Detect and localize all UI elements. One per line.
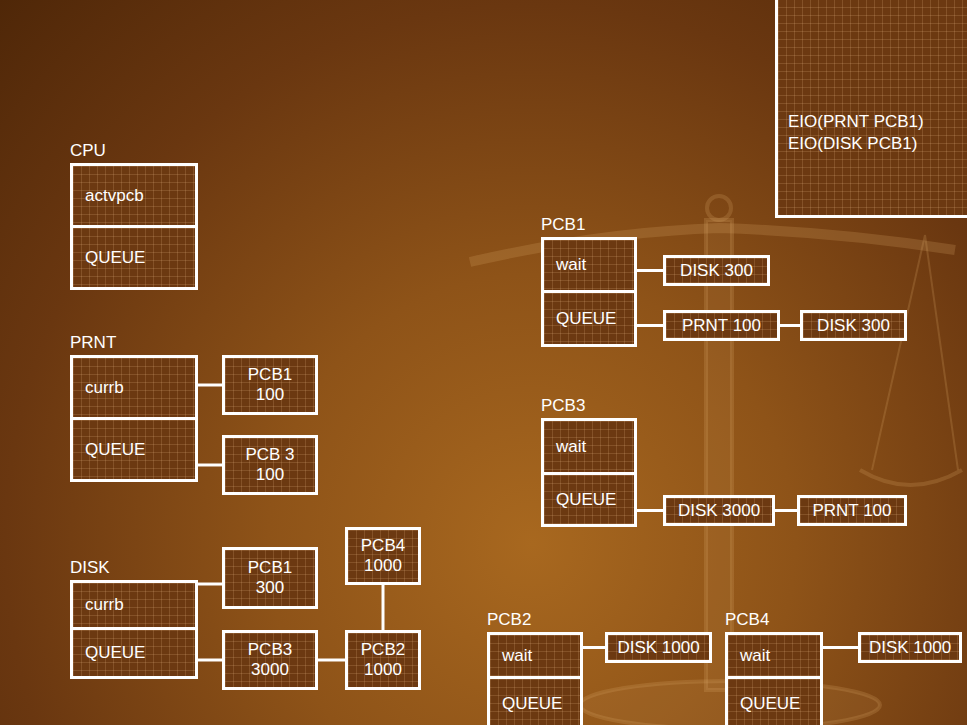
box-label: wait — [556, 437, 586, 457]
box-label: DISK 3000 — [678, 501, 760, 521]
box-label: EIO(PRNT PCB1) — [788, 111, 967, 133]
field-box: wait — [725, 632, 823, 679]
field-box: QUEUE — [725, 676, 823, 725]
box-label: PCB1 300 — [242, 558, 298, 598]
field-box: QUEUE — [70, 627, 198, 679]
queue-entry-box: PCB 3 100 — [222, 435, 318, 495]
scales-figure — [470, 196, 962, 725]
box-label: DISK 300 — [680, 261, 753, 281]
box-label: currb — [85, 595, 124, 615]
field-box: QUEUE — [487, 676, 583, 725]
group-heading: PRNT — [70, 332, 116, 354]
link-line — [780, 324, 800, 327]
queue-entry-box: DISK 1000 — [605, 632, 712, 663]
queue-entry-box: DISK 3000 — [663, 495, 775, 526]
queue-entry-box: PCB2 1000 — [345, 630, 421, 690]
link-line — [775, 509, 797, 512]
box-label: wait — [556, 255, 586, 275]
group-heading: PCB4 — [725, 609, 769, 631]
queue-entry-box: PCB1 100 — [222, 355, 318, 415]
box-label: PRNT 100 — [682, 316, 761, 336]
link-line — [823, 646, 858, 649]
box-label: PCB 3 100 — [242, 445, 298, 485]
box-label: DISK 1000 — [617, 638, 699, 658]
box-label: QUEUE — [85, 440, 145, 460]
field-box: currb — [70, 580, 198, 630]
link-line — [318, 659, 345, 662]
link-line — [637, 324, 663, 327]
queue-entry-box: PRNT 100 — [663, 310, 780, 341]
link-line — [637, 269, 663, 272]
box-label: QUEUE — [502, 694, 562, 714]
queue-entry-box: DISK 300 — [663, 255, 770, 286]
link-line — [583, 646, 605, 649]
field-box: wait — [541, 418, 637, 475]
box-label: DISK 300 — [817, 316, 890, 336]
field-box: actvpcb — [70, 163, 198, 228]
queue-entry-box: PCB4 1000 — [345, 527, 421, 585]
box-label: wait — [740, 646, 770, 666]
group-heading: DISK — [70, 557, 110, 579]
queue-entry-box: PCB3 3000 — [222, 630, 318, 690]
link-line — [198, 659, 222, 662]
field-box: wait — [541, 237, 637, 293]
group-heading: PCB3 — [541, 395, 585, 417]
box-label: actvpcb — [85, 186, 144, 206]
group-heading: PCB2 — [487, 609, 531, 631]
scales-knob — [707, 196, 731, 220]
box-label: PCB4 1000 — [355, 536, 411, 576]
link-line — [637, 509, 663, 512]
box-label: currb — [85, 378, 124, 398]
field-box: QUEUE — [70, 225, 198, 290]
link-line — [198, 384, 222, 387]
box-label: PRNT 100 — [812, 501, 891, 521]
group-heading: CPU — [70, 140, 106, 162]
field-box: QUEUE — [541, 290, 637, 347]
box-label: QUEUE — [740, 694, 800, 714]
event-panel: EIO(PRNT PCB1)EIO(DISK PCB1) — [775, 0, 967, 218]
field-box: QUEUE — [541, 472, 637, 527]
link-line — [198, 583, 222, 586]
box-label: QUEUE — [85, 248, 145, 268]
queue-entry-box: PCB1 300 — [222, 547, 318, 609]
field-box: wait — [487, 632, 583, 679]
box-label: PCB2 1000 — [355, 640, 411, 680]
box-label: QUEUE — [556, 309, 616, 329]
group-heading: PCB1 — [541, 214, 585, 236]
box-label: wait — [502, 646, 532, 666]
box-label: DISK 1000 — [869, 638, 951, 658]
field-box: currb — [70, 355, 198, 420]
box-label: PCB3 3000 — [242, 640, 298, 680]
queue-entry-box: DISK 300 — [800, 310, 907, 341]
box-label: PCB1 100 — [242, 365, 298, 405]
scales-pan — [860, 470, 962, 485]
link-line — [198, 464, 222, 467]
field-box: QUEUE — [70, 417, 198, 482]
link-line — [382, 585, 385, 630]
queue-entry-box: DISK 1000 — [858, 632, 962, 663]
box-label: QUEUE — [556, 490, 616, 510]
box-label: QUEUE — [85, 643, 145, 663]
scales-chain — [872, 235, 958, 470]
queue-entry-box: PRNT 100 — [797, 495, 907, 526]
box-label: EIO(DISK PCB1) — [788, 133, 967, 155]
